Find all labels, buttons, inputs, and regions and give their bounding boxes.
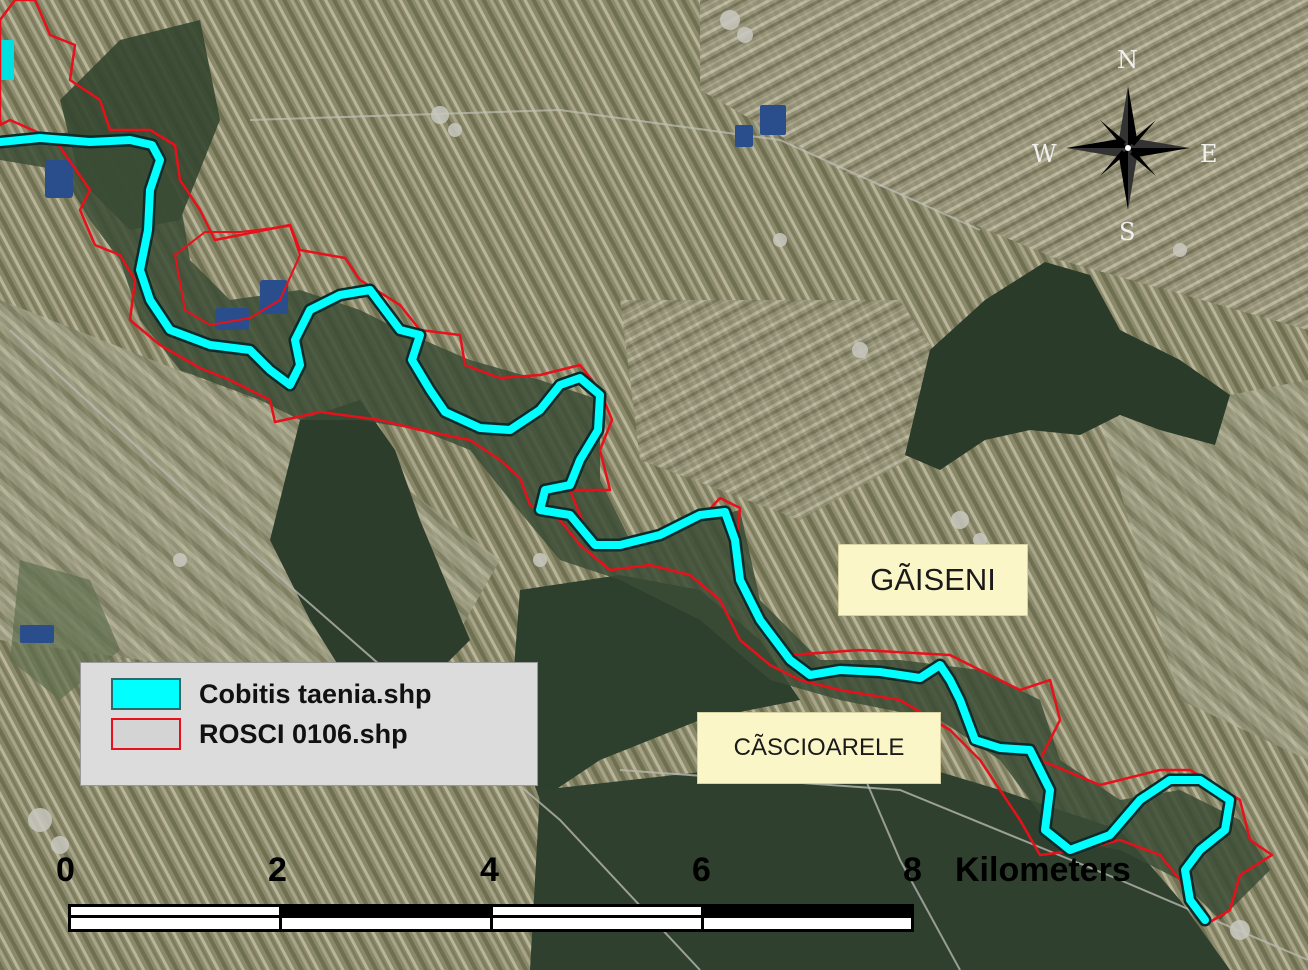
scale-tick-8: 8 xyxy=(903,851,922,889)
legend-item-rosci-0106: ROSCI 0106.shp xyxy=(111,715,408,753)
legend-label-cobitis-taenia: Cobitis taenia.shp xyxy=(199,678,432,709)
compass-east-label: E xyxy=(1200,140,1218,168)
legend-swatch-cobitis-taenia xyxy=(111,678,181,710)
compass-south-label: S xyxy=(1119,218,1136,246)
town-label-cascioarele: CÃSCIOARELE xyxy=(697,712,941,784)
legend-item-cobitis-taenia: Cobitis taenia.shp xyxy=(111,675,432,713)
scale-tick-4: 4 xyxy=(480,851,499,889)
scale-tick-0: 0 xyxy=(56,851,75,889)
legend-label-rosci-0106: ROSCI 0106.shp xyxy=(199,718,408,749)
compass-west-label: W xyxy=(1032,140,1057,168)
scale-unit-label: Kilometers xyxy=(955,851,1131,889)
legend-swatch-rosci-0106 xyxy=(111,718,181,750)
map-legend: Cobitis taenia.shp ROSCI 0106.shp xyxy=(80,662,538,786)
compass-north-label: N xyxy=(1117,46,1138,74)
scale-tick-6: 6 xyxy=(692,851,711,889)
scale-tick-2: 2 xyxy=(268,851,287,889)
town-label-gaiseni: GÃISENI xyxy=(838,544,1028,616)
